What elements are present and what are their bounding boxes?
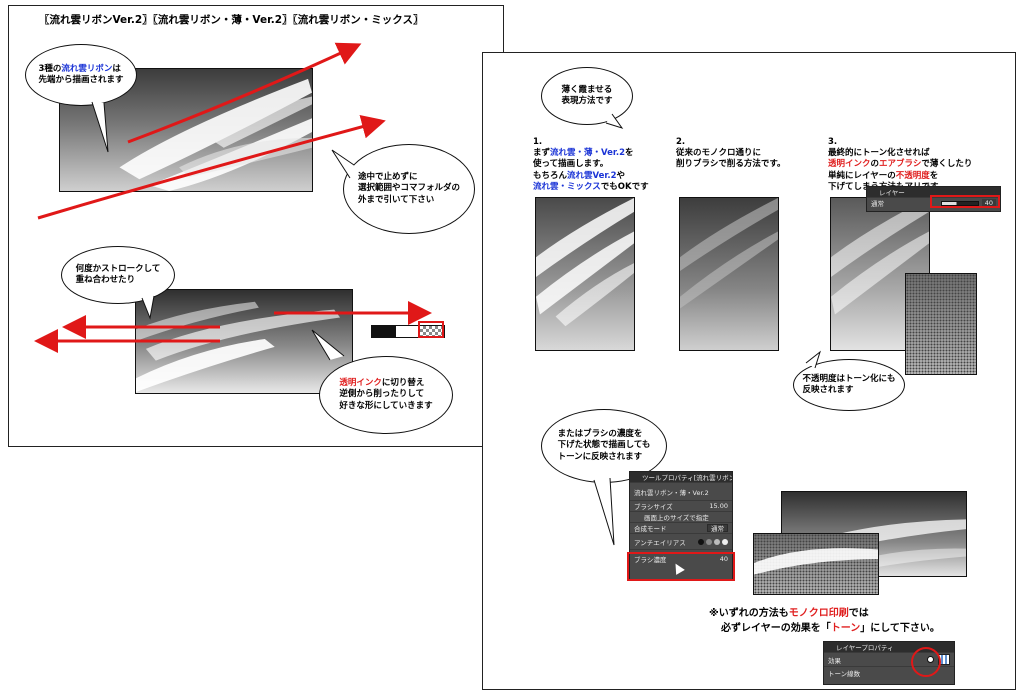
bubble-overlap-strokes: 何度かストロークして 重ね合わせたり [61, 246, 175, 304]
blend-mode-select[interactable]: 通常 [707, 524, 728, 533]
transparent-color-swatch[interactable] [418, 326, 444, 337]
step2-sample [679, 197, 779, 351]
antialias-option-icon[interactable] [698, 538, 704, 545]
monochrome-print-notice: ※いずれの方法もモノクロ印刷では 必ずレイヤーの効果を「トーン」にして下さい。 [709, 607, 940, 636]
brush-density-label: ブラシ濃度 [634, 555, 667, 564]
bubble-transparent-ink-text: 透明インクに切り替え 逆側から削ったりして 好きな形にしていきます [339, 377, 433, 411]
bubble-fade-method-text: 薄く霞ませる 表現方法です [561, 84, 613, 106]
brush-size-label: ブラシサイズ [634, 503, 673, 511]
tool-property-panel: ツールプロパティ[流れ雲リボン・薄・ 流れ雲リボン・薄・Ver.2 ブラシサイズ… [629, 471, 733, 581]
tone-effect-highlight-circle [911, 647, 941, 677]
notice-line-2: 必ずレイヤーの効果を「トーン」にして下さい。 [721, 622, 940, 634]
brush-density-highlight [627, 552, 735, 581]
antialias-options[interactable] [698, 538, 728, 545]
layer-blend-mode[interactable]: 通常 [871, 200, 884, 208]
brush-density-value[interactable]: 40 [719, 554, 728, 563]
brush-name-row[interactable]: 流れ雲リボン・薄・Ver.2 [630, 482, 732, 500]
sub-color-swatch[interactable] [395, 326, 419, 337]
antialias-label: アンチエイリアス [634, 538, 686, 547]
blend-mode-label: 合成モード [634, 525, 667, 533]
tool-property-title: ツールプロパティ[流れ雲リボン・薄・ [630, 472, 732, 482]
notice-line-1: ※いずれの方法もモノクロ印刷では [709, 608, 869, 619]
layer-opacity-value[interactable]: 40 [981, 199, 996, 207]
antialias-option-icon[interactable] [722, 538, 728, 545]
bubble-stroke-outside: 途中で止めずに 選択範囲やコマフォルダの 外まで引いて下さい [343, 144, 475, 234]
brush-size-value[interactable]: 15.00 [709, 502, 728, 510]
brush-names-title: 〖流れ雲リボンVer.2〗〖流れ雲リボン・薄・Ver.2〗〖流れ雲リボン・ミック… [39, 14, 424, 26]
bubble-opacity-tone-text: 不透明度はトーン化にも 反映されます [802, 373, 896, 395]
result-sample-front [753, 533, 879, 595]
bubble-fade-method: 薄く霞ませる 表現方法です [541, 67, 633, 125]
main-color-swatch[interactable] [372, 326, 396, 337]
bubble-ribbon-info: 3種の流れ雲リボンは 先端から描画されます [25, 44, 137, 106]
step1-sample [535, 197, 635, 351]
step3-text: 3. 最終的にトーン化させれば 透明インクのエアブラシで薄くしたり 単純にレイヤ… [828, 137, 973, 192]
brush-name: 流れ雲リボン・薄・Ver.2 [634, 488, 709, 497]
bubble-brush-density-text: またはブラシの濃度を 下げた状態で描画しても トーンに反映されます [557, 428, 651, 462]
cloud-sample-bottom [135, 289, 353, 394]
step3-tone-sample [905, 273, 977, 375]
explanation-panel-ribbon: 〖流れ雲リボンVer.2〗〖流れ雲リボン・薄・Ver.2〗〖流れ雲リボン・ミック… [8, 5, 504, 447]
bubble-transparent-ink: 透明インクに切り替え 逆側から削ったりして 好きな形にしていきます [319, 356, 453, 434]
explanation-panel-fade: 薄く霞ませる 表現方法です 1. まず流れ雲・薄・Ver.2を 使って描画します… [482, 52, 1016, 690]
layer-opacity-slider[interactable]: 40 [940, 199, 996, 207]
layer-property-title: レイヤープロパティ [824, 642, 954, 652]
bubble-opacity-tone: 不透明度はトーン化にも 反映されます [793, 359, 905, 411]
screen-size-checkbox-label[interactable]: 画面上のサイズで指定 [644, 514, 709, 522]
bubble-ribbon-text: 3種の流れ雲リボンは 先端から描画されます [38, 63, 124, 85]
antialias-option-icon[interactable] [714, 538, 720, 545]
bubble-brush-density: またはブラシの濃度を 下げた状態で描画しても トーンに反映されます [541, 409, 667, 483]
layer-palette-tab[interactable]: レイヤー [867, 187, 1000, 197]
layer-effect-label: 効果 [828, 656, 841, 665]
step1-text: 1. まず流れ雲・薄・Ver.2を 使って描画します。 もちろん流れ雲Ver.2… [533, 137, 649, 192]
tone-lines-label: トーン線数 [828, 669, 861, 678]
bubble-stroke-outside-text: 途中で止めずに 選択範囲やコマフォルダの 外まで引いて下さい [357, 171, 460, 205]
color-swatch-widget [371, 325, 445, 338]
step2-text: 2. 従来のモノクロ通りに 削りブラシで削る方法です。 [676, 137, 786, 170]
antialias-option-icon[interactable] [706, 538, 712, 545]
opacity-highlight [930, 195, 1000, 208]
bubble-overlap-strokes-text: 何度かストロークして 重ね合わせたり [75, 263, 161, 285]
